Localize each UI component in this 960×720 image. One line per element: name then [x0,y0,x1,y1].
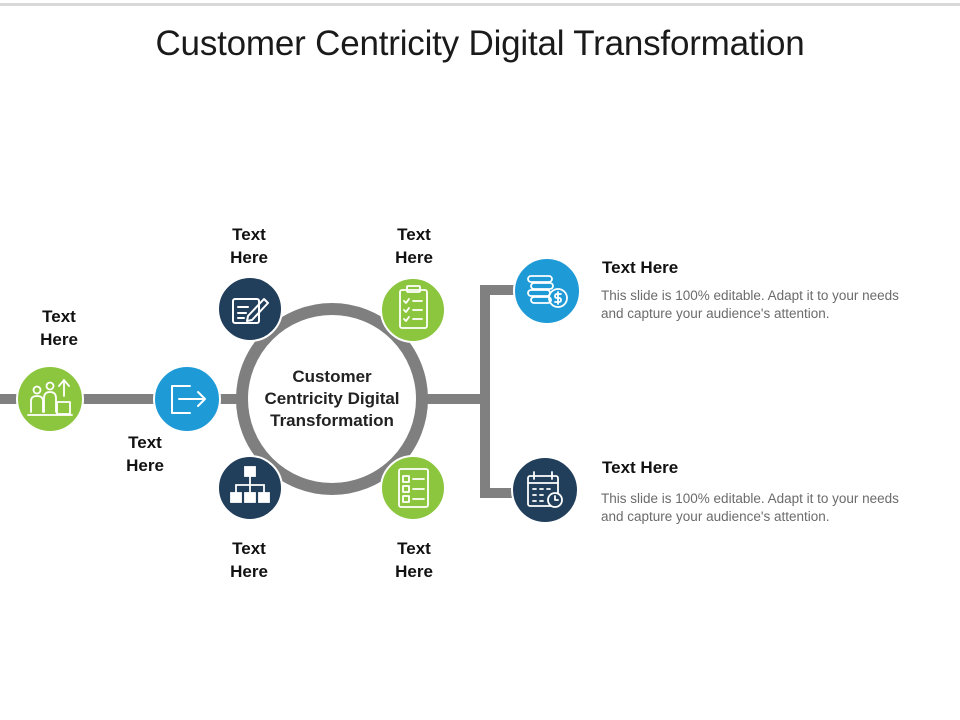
label-left: Text Here [126,433,164,475]
detail-node-1 [513,257,581,325]
node-far-left [16,365,84,433]
detail-1-title: Text Here [602,258,679,277]
label-top-right: Text Here [395,225,433,267]
calendar-clock-icon [527,471,563,508]
detail-node-2 [511,456,579,524]
label-top-left: Text Here [230,225,268,267]
checklist-clipboard-icon [399,285,428,329]
exit-arrow-icon [171,385,206,414]
top-divider [0,3,960,6]
page-title: Customer Centricity Digital Transformati… [155,24,805,63]
node-top-left [217,276,283,342]
label-bottom-right: Text Here [395,539,433,581]
coins-dollar-icon [527,275,568,308]
node-left [153,365,221,433]
label-bottom-left: Text Here [230,539,268,581]
branch-connector [480,285,520,498]
node-top-right [380,277,446,343]
hierarchy-icon [230,466,270,503]
people-growth-icon [27,379,73,416]
edit-note-icon [232,298,269,324]
center-label: Customer Centricity Digital Transformati… [264,367,400,430]
detail-2-body: This slide is 100% editable. Adapt it to… [601,491,899,524]
label-far-left: Text Here [40,307,78,349]
detail-2-title: Text Here [602,458,679,477]
checklist-icon [398,468,429,508]
detail-1-body: This slide is 100% editable. Adapt it to… [601,288,899,321]
center-ring [236,303,428,495]
node-bottom-right [380,455,446,521]
node-bottom-left [217,455,283,521]
